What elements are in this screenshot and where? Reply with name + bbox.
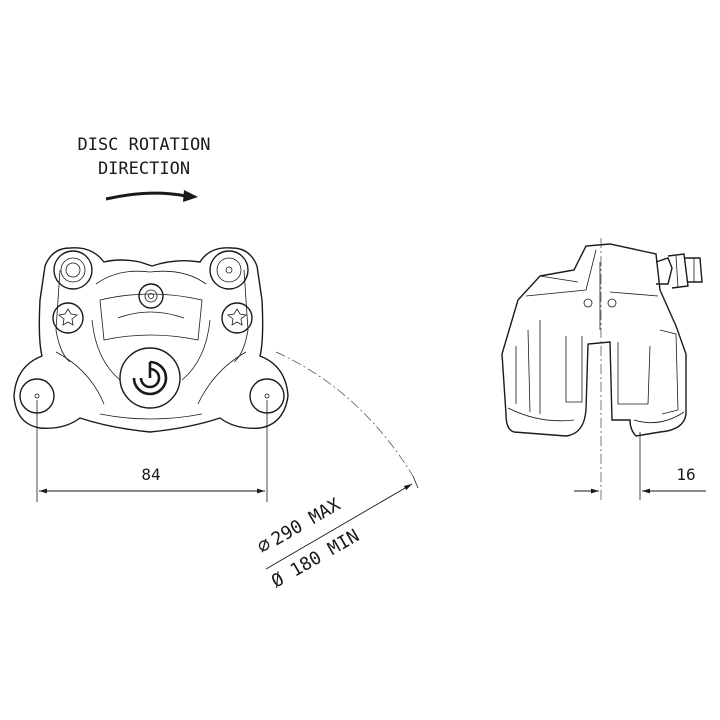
dimension-offset-value: 16 <box>676 465 695 484</box>
dimension-width-value: 84 <box>141 465 160 484</box>
rotation-label-line2: DIRECTION <box>98 159 190 179</box>
brembo-logo-icon <box>119 347 181 409</box>
dimension-offset <box>574 432 706 500</box>
rotation-label-line1: DISC ROTATION <box>77 135 210 155</box>
disc-arc <box>265 351 419 570</box>
rotation-arrow-icon <box>105 190 198 202</box>
caliper-side-view <box>501 243 703 437</box>
caliper-front-view <box>13 247 289 433</box>
dimension-width <box>36 400 268 502</box>
